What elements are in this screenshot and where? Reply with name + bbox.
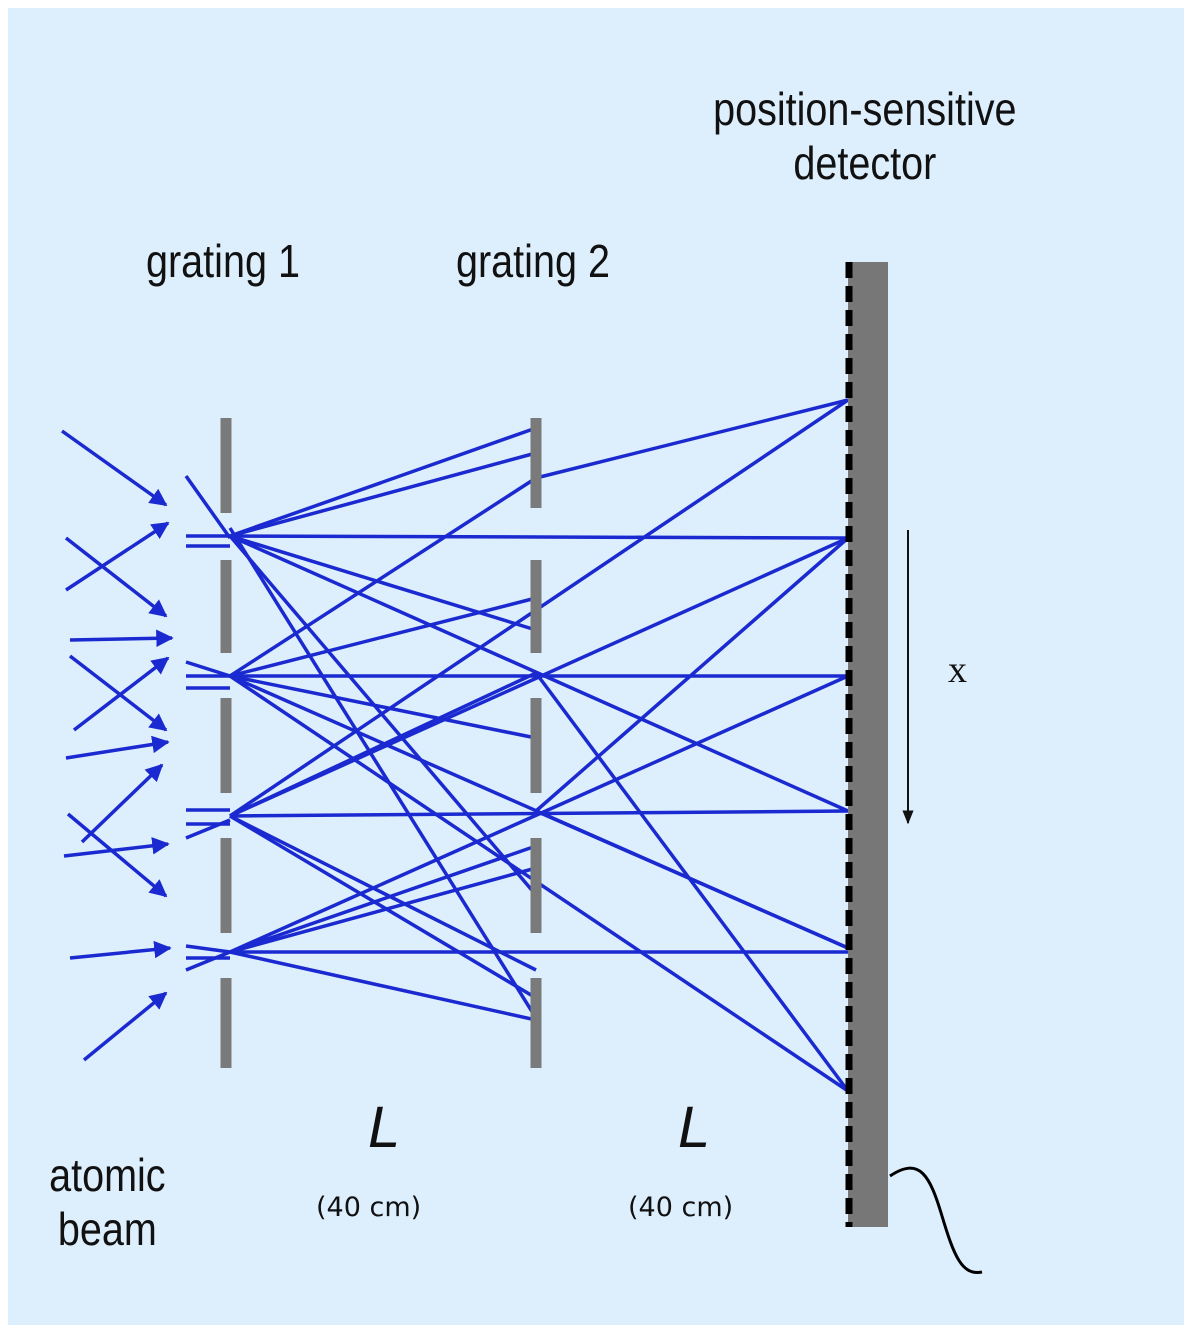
beam-stub [184,474,232,540]
detector [845,262,983,1274]
beam-path [229,866,537,954]
beam-path [535,398,849,480]
beam-path [229,534,849,813]
distance-1-value: (40 cm) [316,1192,422,1223]
incoming-beam-arrow [64,536,168,618]
incoming-beam-arrow [82,991,168,1062]
beam-stub [185,660,231,678]
beam-path [229,476,537,678]
detector-cable [889,1166,983,1274]
beam-path [229,596,537,678]
beam-path [228,534,538,897]
incoming-beam-arrow [65,521,170,592]
incoming-beam-arrow [69,629,174,648]
x-axis-label: x [948,649,967,691]
beam-path [534,536,850,813]
beam-stub [185,950,231,972]
atomic-beam-label: atomic beam [49,1149,166,1255]
incoming-beam-arrow [65,735,170,760]
beam-path [535,809,849,950]
beam-path [229,451,537,538]
beam-path [229,426,537,538]
beam-path [228,527,538,1019]
beam-path [534,671,850,1093]
diagram-svg [60,262,983,1274]
incoming-beam-arrows [60,429,232,1062]
grating-2-label: grating 2 [456,235,610,287]
beam-stub [185,818,231,840]
beam-path [229,950,537,1022]
detector-body [848,262,888,1227]
beam-path [229,674,537,740]
distance-2-value: (40 cm) [628,1192,734,1223]
beam-path [229,814,537,972]
incoming-beam-arrow [60,429,168,507]
incoming-beam-arrow [69,940,172,960]
beam-path [229,534,849,540]
distance-2-symbol: L [678,1095,711,1160]
diagram-canvas: position-sensitive detector grating 1 gr… [8,8,1184,1325]
incoming-beam-arrow [68,654,168,732]
distance-1-symbol: L [368,1095,401,1160]
diffracted-beam-paths [228,398,850,1093]
incoming-beam-arrow [66,812,168,898]
beam-path [229,534,537,632]
beam-path [229,814,537,1000]
beam-path [229,844,537,954]
grating-1-label: grating 1 [146,235,300,287]
incoming-beam-arrow [80,763,164,844]
incoming-beam-arrow [63,837,170,858]
incoming-beam-arrow [72,656,170,732]
beam-stub [185,944,231,954]
detector-label: position-sensitive detector [713,83,1017,189]
